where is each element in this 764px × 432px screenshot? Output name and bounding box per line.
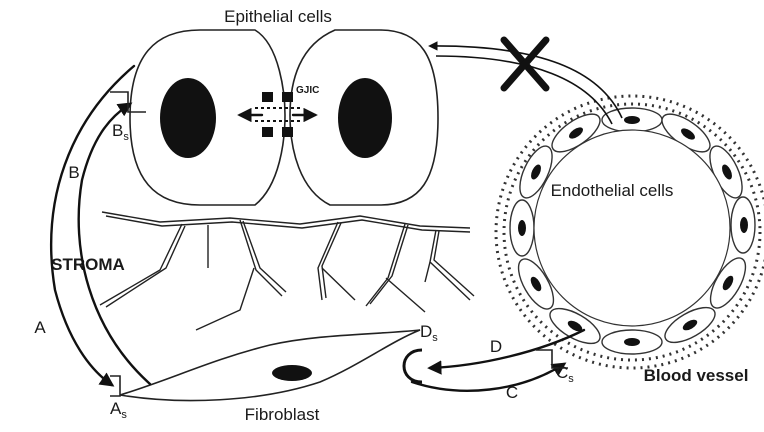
- nucleus-right: [338, 78, 392, 158]
- blood-vessel: [496, 96, 764, 368]
- epithelial-cell-right: [290, 30, 438, 205]
- fibroblast-nucleus: [272, 365, 312, 381]
- pathway-a-arrow: [51, 66, 134, 385]
- stroma-fibers: [100, 212, 474, 330]
- pathway-b-label: B: [68, 163, 79, 182]
- receptor-cs-label: Cs: [556, 363, 574, 385]
- pathway-a-label: A: [34, 318, 46, 337]
- blood-vessel-label: Blood vessel: [644, 366, 749, 385]
- endothelial-cells-label: Endothelial cells: [551, 181, 674, 200]
- receptor-bs-label: Bs: [112, 121, 129, 143]
- receptor-ds-label: Ds: [420, 322, 438, 344]
- stroma-label: STROMA: [51, 255, 125, 274]
- pathway-d-label: D: [490, 337, 502, 356]
- fibroblast: [120, 330, 420, 401]
- blocked-pathway: [430, 40, 622, 124]
- epithelial-cells-title: Epithelial cells: [224, 7, 332, 26]
- nucleus-left: [160, 78, 216, 158]
- block-x-icon: [504, 40, 546, 88]
- receptor-ds-icon: [404, 350, 422, 382]
- receptor-as-label: As: [110, 399, 127, 421]
- fibroblast-label: Fibroblast: [245, 405, 320, 424]
- epithelial-cell-left: [130, 30, 285, 205]
- pathway-c-label: C: [506, 383, 518, 402]
- gjic-label: GJIC: [296, 85, 319, 96]
